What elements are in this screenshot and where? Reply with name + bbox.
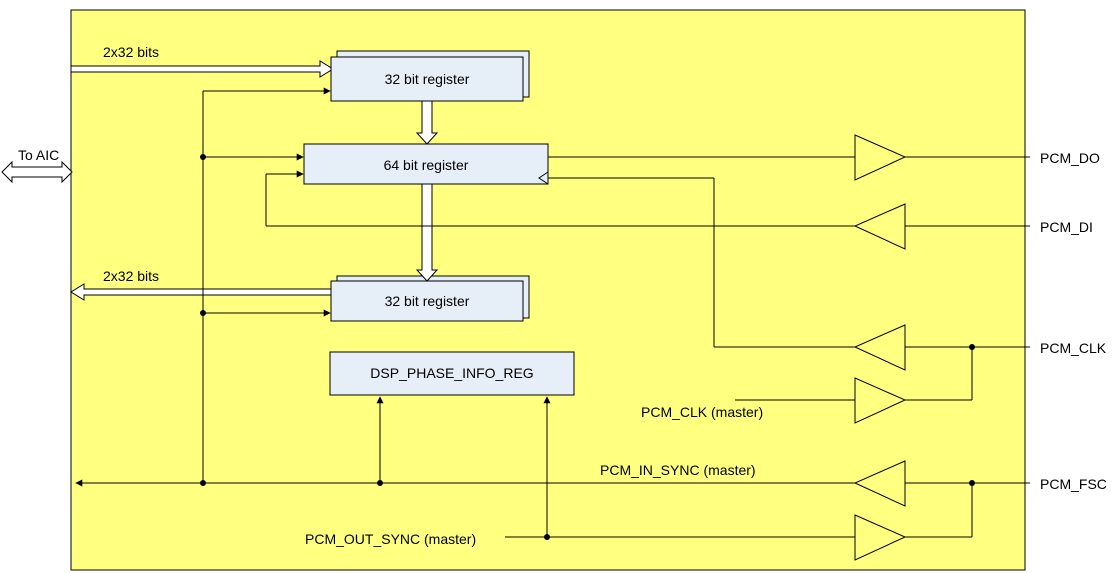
pin-pcm-fsc: PCM_FSC <box>1040 476 1107 492</box>
to-aic-label: To AIC <box>18 147 59 163</box>
pcm-out-sync-master-label: PCM_OUT_SYNC (master) <box>305 531 476 547</box>
pin-pcm-do: PCM_DO <box>1040 150 1100 166</box>
buffer-pcm-do <box>854 134 907 181</box>
register-32-top-label: 32 bit register <box>385 71 470 87</box>
pcm-in-sync-master-label: PCM_IN_SYNC (master) <box>600 462 756 478</box>
bus-out-label: 2x32 bits <box>103 268 159 284</box>
pin-pcm-clk: PCM_CLK <box>1040 340 1107 356</box>
buffer-pcm-clk-out <box>854 377 907 424</box>
buffer-pcm-fsc-out <box>854 514 907 561</box>
junction-dots <box>200 154 975 540</box>
pin-pcm-di: PCM_DI <box>1040 219 1093 235</box>
bus-out-arrow <box>70 283 334 301</box>
register-32-bottom-label: 32 bit register <box>385 293 470 309</box>
register-32-bottom <box>330 275 530 322</box>
buffer-pcm-di <box>853 203 906 250</box>
register-64 <box>303 143 549 185</box>
control-wires <box>75 87 1030 538</box>
buffer-pcm-fsc-in <box>853 460 906 507</box>
dsp-phase-info-reg-label: DSP_PHASE_INFO_REG <box>370 365 533 381</box>
arrow-64-to-bottom <box>415 183 439 282</box>
register-32-top <box>330 50 530 102</box>
buffer-pcm-clk-in <box>853 324 906 371</box>
pcm-clk-master-label: PCM_CLK (master) <box>641 404 763 420</box>
bus-in-arrow <box>70 60 334 78</box>
dsp-phase-info-reg <box>329 351 575 396</box>
register-64-label: 64 bit register <box>384 157 469 173</box>
to-aic-arrow <box>1 160 73 184</box>
bus-in-label: 2x32 bits <box>103 44 159 60</box>
arrow-top-to-64 <box>415 100 439 145</box>
